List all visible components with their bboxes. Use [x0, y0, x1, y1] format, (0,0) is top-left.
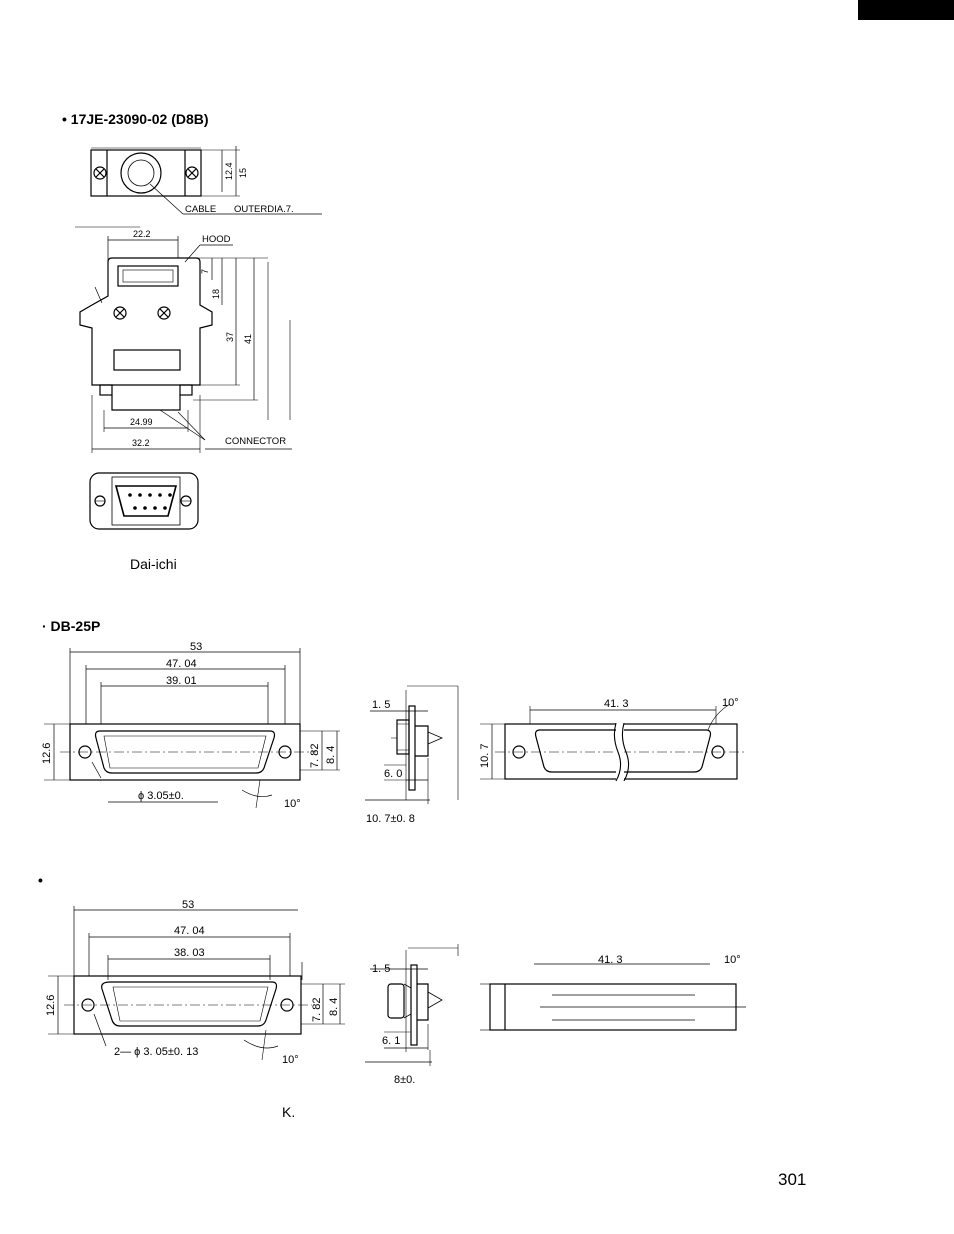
d8b-top-view	[90, 146, 322, 215]
rear-angle-label: 10°	[724, 954, 741, 966]
dim-24-99: 24.99	[130, 417, 153, 427]
angle-label: 10°	[282, 1054, 299, 1066]
dim-total: 10. 7±0. 8	[366, 813, 415, 825]
d8b-face-view	[89, 472, 199, 530]
dim-47-04: 47. 04	[166, 658, 197, 670]
dim-12-6: 12.6	[45, 995, 57, 1016]
screw-icon	[185, 166, 199, 180]
dim-18: 18	[211, 289, 221, 299]
dim-7: 7	[200, 269, 210, 274]
dim-1-5: 1. 5	[372, 699, 390, 711]
dim-total: 8±0.	[394, 1074, 415, 1086]
hood-callout: HOOD	[202, 234, 231, 245]
cable-callout: CABLE	[185, 204, 216, 215]
cable-entry-circle	[120, 152, 162, 194]
dim-8-4: 8. 4	[325, 746, 337, 764]
dim-47-04: 47. 04	[174, 925, 205, 937]
dim-6-0: 6. 0	[384, 768, 402, 780]
dim-1-5: 1. 5	[372, 963, 390, 975]
rear-angle-label: 10°	[722, 697, 739, 709]
d8b-pins	[128, 493, 172, 510]
dim-7-82: 7. 82	[309, 744, 321, 768]
db25p-side-view	[365, 685, 459, 804]
dim-7-82: 7. 82	[311, 998, 323, 1022]
dim-12-6: 12.6	[41, 743, 53, 764]
outerdia-callout: OUTERDIA.7.	[234, 204, 294, 215]
dim-41-3: 41. 3	[604, 698, 628, 710]
db25p-section-title: · DB-25P	[42, 618, 101, 634]
dim-32-2: 32.2	[132, 438, 150, 448]
dim-53: 53	[190, 641, 202, 653]
d8b-side-view	[75, 226, 292, 453]
db25s-side-view	[365, 944, 459, 1066]
dim-8-4: 8. 4	[328, 998, 340, 1016]
dim-10-7: 10. 7	[479, 744, 491, 768]
angle-label: 10°	[284, 798, 301, 810]
screw-icon	[93, 166, 107, 180]
d8b-caption: Dai-ichi	[130, 556, 177, 572]
page-number: 301	[778, 1170, 807, 1189]
dim-15: 15	[238, 168, 248, 178]
hole-note: 2— ϕ 3. 05±0. 13	[114, 1046, 198, 1058]
dim-53: 53	[182, 899, 194, 911]
db25s-caption: K.	[282, 1104, 296, 1120]
hole-note: ϕ 3.05±0.	[138, 790, 184, 802]
d8b-section-title: • 17JE-23090-02 (D8B)	[62, 111, 209, 127]
dim-39-01: 39. 01	[166, 675, 197, 687]
dim-41-3: 41. 3	[598, 954, 622, 966]
dim-12-4: 12.4	[224, 162, 234, 180]
dim-22-2: 22.2	[133, 229, 151, 239]
db25p-front-view	[44, 648, 340, 809]
db25s-rear-view	[480, 963, 746, 1031]
corner-index-tab	[858, 0, 954, 20]
connector-callout: CONNECTOR	[225, 436, 286, 447]
dim-6-1: 6. 1	[382, 1035, 400, 1047]
db25s-bullet: •	[38, 872, 43, 888]
dim-37: 37	[225, 332, 235, 342]
dim-38-03: 38. 03	[174, 947, 205, 959]
dim-41: 41	[243, 334, 253, 344]
db25s-front-view	[48, 906, 345, 1061]
